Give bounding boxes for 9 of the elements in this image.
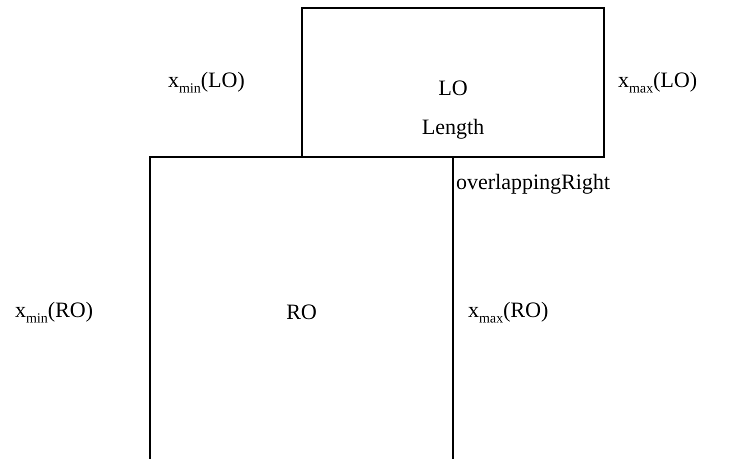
box-label: RO xyxy=(286,299,317,324)
coordinate-label: x$_{min}$(LO) xyxy=(168,68,245,97)
rectangle-box xyxy=(301,7,605,158)
coordinate-label: x$_{max}$(LO) xyxy=(618,68,698,97)
box-label: LO xyxy=(438,76,468,100)
coordinate-label: x$_{min}$(RO) xyxy=(15,298,93,327)
box-label: Length xyxy=(422,114,484,139)
coordinate-label: overlappingRight xyxy=(456,170,610,194)
coordinate-label: x$_{max}$(RO) xyxy=(468,298,548,327)
